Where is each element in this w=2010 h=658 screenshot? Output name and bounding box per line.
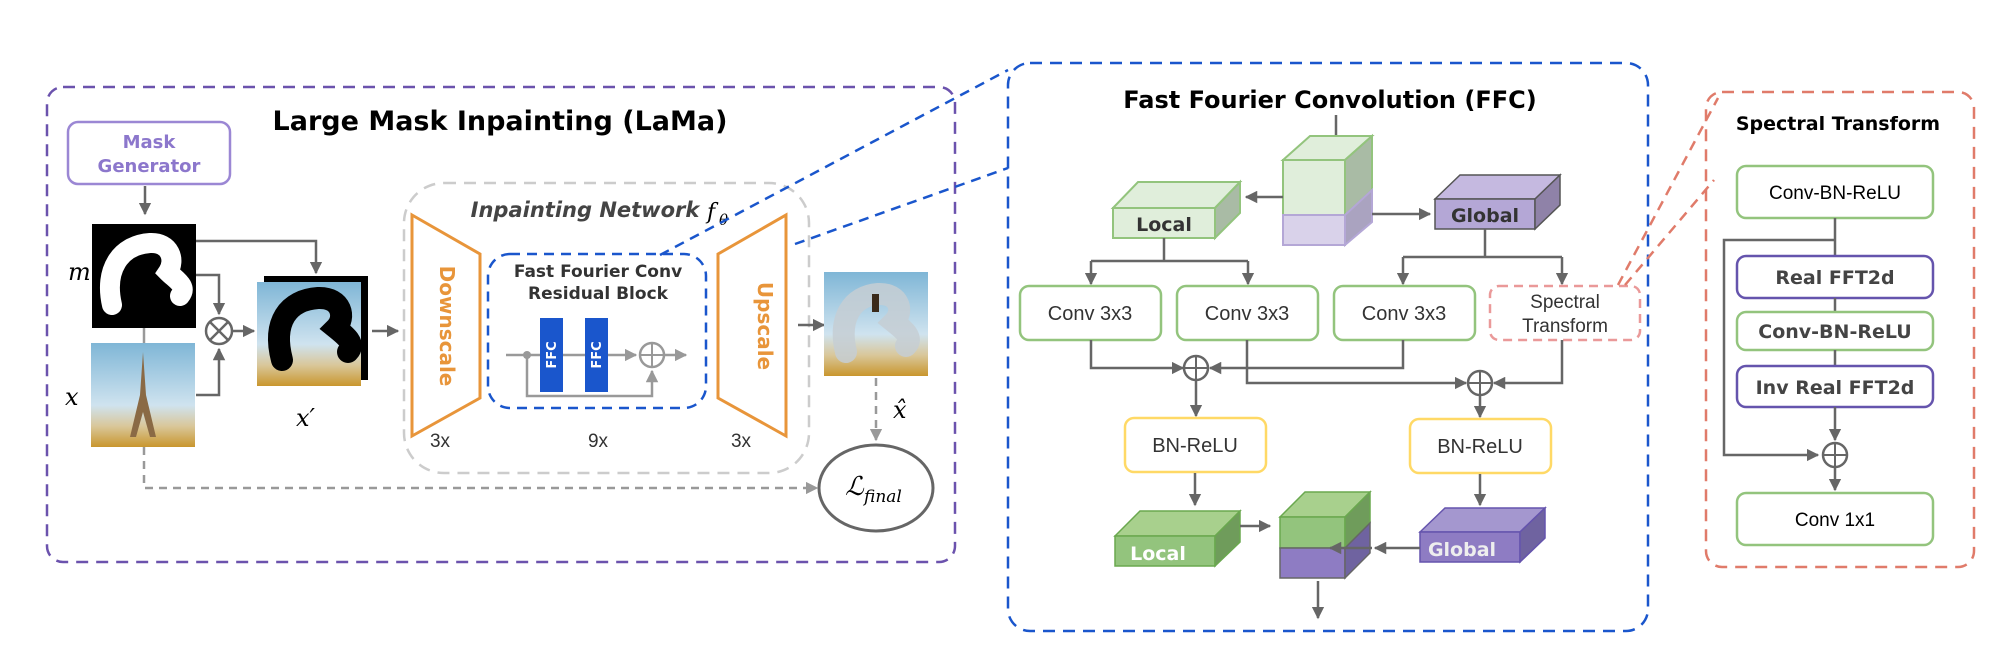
local-input-label: Local — [1136, 214, 1192, 236]
bn-relu-local-label: BN-ReLU — [1152, 435, 1238, 457]
spectral-node-line2: Transform — [1522, 316, 1608, 337]
symbol-m: m — [68, 258, 91, 286]
conv3-label: Conv 3x3 — [1362, 303, 1447, 325]
ffc-panel-border — [1006, 61, 1650, 633]
network-symbol: f — [705, 200, 719, 225]
ffc-output-tensor — [1278, 490, 1372, 580]
upscale-block — [716, 212, 788, 439]
residual-skip-connection — [525, 355, 659, 398]
lama-panel-border — [45, 85, 957, 564]
masked-image — [257, 276, 368, 386]
spectral-step-4-label: Inv Real FFT2d — [1756, 377, 1915, 399]
block-repeat: 9x — [588, 431, 609, 452]
local-output-tensor: Local — [1113, 509, 1242, 568]
mask-generator-line1: Mask — [123, 132, 177, 153]
downscale-block — [410, 212, 482, 439]
ffc-block-2 — [585, 318, 608, 392]
global-output-tensor: Global — [1418, 506, 1547, 564]
loss-symbol: ℒ — [845, 472, 865, 502]
mask-image — [92, 224, 196, 328]
arrow-image-to-loss — [142, 447, 819, 495]
loss-subscript: final — [862, 487, 902, 507]
bn-relu-global: BN-ReLU — [1408, 417, 1553, 475]
conv-3x3-local-local: Conv 3x3 — [1018, 284, 1163, 342]
conv2-label: Conv 3x3 — [1205, 303, 1290, 325]
spectral-step-3-label: Conv-BN-ReLU — [1758, 321, 1911, 343]
conv1-label: Conv 3x3 — [1048, 303, 1133, 325]
arrow-mask-to-multiply — [196, 273, 226, 316]
symbol-x-hat: x̂ — [893, 396, 907, 424]
local-output-label: Local — [1130, 543, 1186, 565]
global-input-label: Global — [1451, 205, 1519, 227]
ffc-residual-block — [486, 252, 708, 410]
spectral-title: Spectral Transform — [1736, 113, 1940, 135]
spectral-step-1-label: Conv-BN-ReLU — [1769, 183, 1901, 204]
lama-title: Large Mask Inpainting (LaMa) — [273, 106, 728, 137]
ffc-block-1-label: FFC — [545, 341, 560, 368]
ffc-input-tensor — [1280, 133, 1375, 248]
conv-3x3-local-global: Conv 3x3 — [1175, 284, 1320, 342]
symbol-x-prime: x′ — [296, 404, 316, 432]
upscale-label: Upscale — [753, 282, 777, 370]
ffc-block-1 — [540, 318, 563, 392]
spectral-panel-border — [1704, 90, 1976, 569]
spectral-transform-node: Spectral Transform — [1488, 284, 1642, 342]
zoom-connector-bottom — [794, 166, 1009, 246]
downscale-label: Downscale — [435, 266, 459, 387]
loss-node — [817, 443, 935, 533]
spectral-step-conv-bn-relu-1: Conv-BN-ReLU — [1735, 164, 1935, 220]
spectral-step-inv-real-fft2d: Inv Real FFT2d — [1735, 364, 1935, 409]
output-image — [824, 272, 928, 376]
spectral-step-conv-1x1: Conv 1x1 — [1735, 491, 1935, 547]
global-input-tensor: Global — [1433, 173, 1562, 231]
local-input-tensor: Local — [1110, 179, 1243, 241]
spectral-step-conv-bn-relu-2: Conv-BN-ReLU — [1735, 310, 1935, 352]
spectral-step-5-label: Conv 1x1 — [1795, 510, 1875, 531]
spectral-step-2-label: Real FFT2d — [1775, 267, 1894, 289]
downscale-repeat: 3x — [430, 431, 451, 452]
ffc-block-2-label: FFC — [590, 341, 605, 368]
input-image — [91, 343, 195, 447]
inpainting-network-title: Inpainting Network — [471, 198, 702, 222]
symbol-x: x — [65, 383, 79, 411]
spectral-skip-connection — [1722, 238, 1835, 462]
residual-block-line2: Residual Block — [528, 284, 669, 304]
spectral-node-line1: Spectral — [1530, 292, 1600, 313]
conv-3x3-global-local: Conv 3x3 — [1332, 284, 1477, 342]
spectral-step-real-fft2d: Real FFT2d — [1735, 254, 1935, 300]
bn-relu-global-label: BN-ReLU — [1437, 436, 1523, 458]
bn-relu-local: BN-ReLU — [1123, 416, 1268, 474]
mask-generator-line2: Generator — [98, 156, 201, 177]
zoom-connector-top — [659, 68, 1009, 257]
arrow-image-to-multiply — [196, 347, 226, 397]
global-output-label: Global — [1428, 539, 1496, 561]
mask-generator-box: Mask Generator — [66, 120, 232, 186]
residual-block-line1: Fast Fourier Conv — [514, 262, 682, 282]
upscale-repeat: 3x — [731, 431, 752, 452]
inpainting-network-border — [402, 181, 811, 475]
arrow-mask-to-masked — [196, 239, 323, 275]
ffc-title: Fast Fourier Convolution (FFC) — [1123, 86, 1536, 114]
